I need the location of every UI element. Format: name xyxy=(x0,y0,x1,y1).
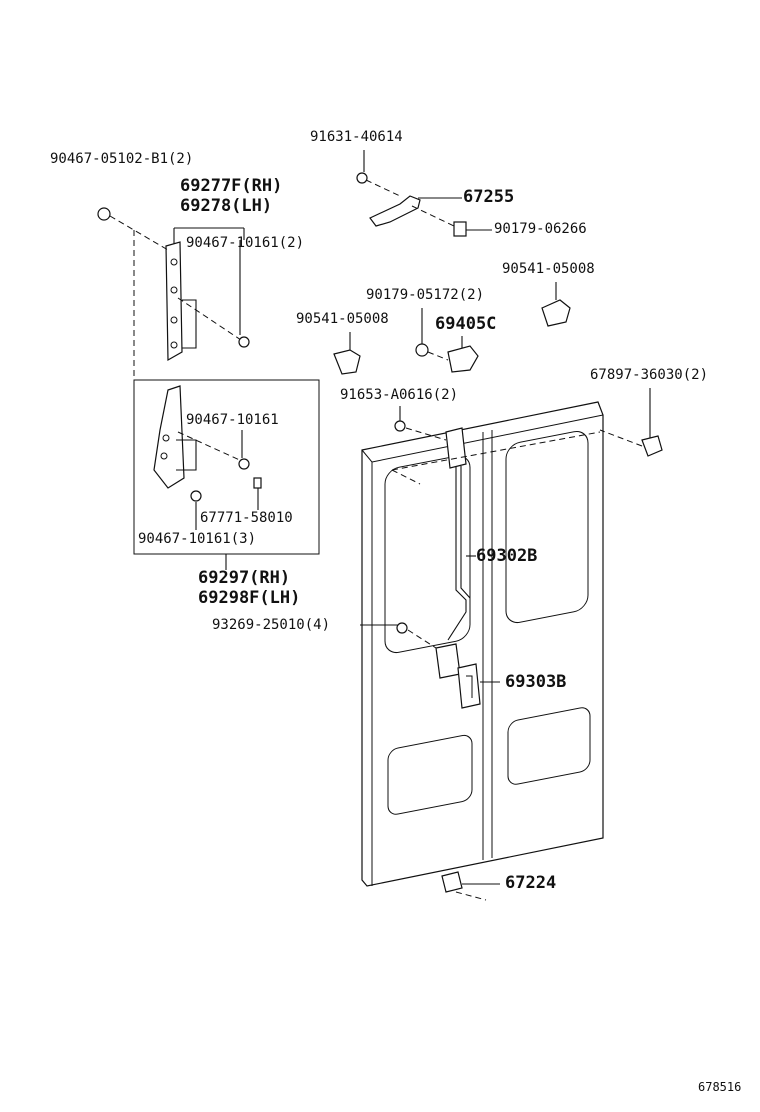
label-69303b: 69303B xyxy=(505,672,567,692)
label-90541-05008-b: 90541-05008 xyxy=(296,311,389,327)
label-69278: 69278(LH) xyxy=(180,196,273,216)
bolt-icon xyxy=(97,207,111,221)
clip-icon xyxy=(453,221,467,237)
bracket-strip xyxy=(165,227,250,362)
label-67771-58010: 67771-58010 xyxy=(200,510,293,526)
label-90467-05102-b1: 90467-05102-B1(2) xyxy=(50,151,194,167)
label-91631-40614: 91631-40614 xyxy=(310,129,403,145)
label-67255: 67255 xyxy=(463,187,515,207)
screw-icon-3 xyxy=(396,622,408,634)
label-90179-05172: 90179-05172(2) xyxy=(366,287,485,303)
label-67897-36030: 67897-36030(2) xyxy=(590,367,709,383)
label-69302b: 69302B xyxy=(476,546,538,566)
catalog-number: 678516 xyxy=(698,1080,742,1094)
label-69405c: 69405C xyxy=(435,314,497,334)
label-90179-06266: 90179-06266 xyxy=(494,221,587,237)
stopper-icon xyxy=(641,435,663,457)
door-panel xyxy=(361,401,604,887)
lock-rod-assembly xyxy=(435,427,481,709)
nut-icon xyxy=(415,343,429,357)
label-93269-25010: 93269-25010(4) xyxy=(212,617,331,633)
cap-icon xyxy=(541,299,571,327)
handle-67255 xyxy=(369,195,421,227)
latch-69405c xyxy=(447,345,479,373)
screw-icon-2 xyxy=(394,420,406,432)
screw-icon xyxy=(356,172,368,184)
label-69298f: 69298F(LH) xyxy=(198,588,301,608)
stopper-icon-2 xyxy=(441,871,463,893)
label-69277f: 69277F(RH) xyxy=(180,176,283,196)
label-90467-10161-2: 90467-10161(2) xyxy=(186,235,305,251)
cap-icon-2 xyxy=(333,349,361,375)
label-69297: 69297(RH) xyxy=(198,568,291,588)
hinge-group-box xyxy=(133,379,320,570)
label-67224: 67224 xyxy=(505,873,557,893)
label-91653-a0616: 91653-A0616(2) xyxy=(340,387,459,403)
label-90541-05008-a: 90541-05008 xyxy=(502,261,595,277)
label-90467-10161: 90467-10161 xyxy=(186,412,279,428)
label-90467-10161-3: 90467-10161(3) xyxy=(138,531,257,547)
